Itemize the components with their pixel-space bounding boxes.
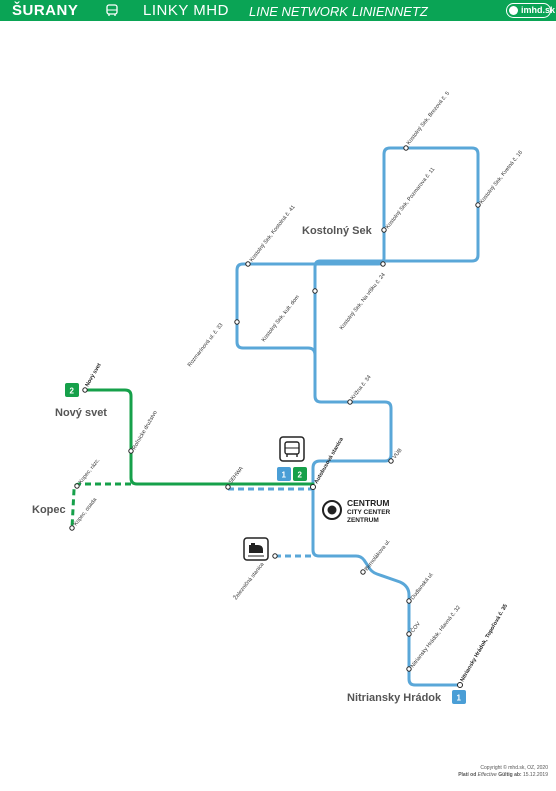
area-kopec: Kopec xyxy=(32,504,66,516)
stop-marker-rolnicke[interactable] xyxy=(128,448,134,454)
stop-marker-rozmarinova[interactable] xyxy=(234,319,240,325)
subtitle-german: LINIENNETZ xyxy=(352,4,428,19)
stop-markers xyxy=(69,145,481,688)
city-center-marker-icon xyxy=(322,500,342,520)
svg-text:2: 2 xyxy=(70,387,75,396)
stop-marker-kult-dom[interactable] xyxy=(312,288,318,294)
stop-marker-kopec-osada[interactable] xyxy=(69,525,75,531)
stop-marker-kopec-razc[interactable] xyxy=(74,483,80,489)
logo-text: imhd.sk xyxy=(521,5,556,15)
stop-label-kopec-razc: Kopec, rázc. xyxy=(78,457,102,485)
stop-label-topolova: Nitriansky Hrádok, Topoľová č. 35 xyxy=(460,603,509,683)
stop-marker-pozmarova[interactable] xyxy=(381,227,387,233)
stop-label-sehwa: SEHWA xyxy=(228,466,245,486)
stop-label-novy-svet: Nový svet xyxy=(85,362,103,388)
stop-marker-sehwa[interactable] xyxy=(225,484,231,490)
valid-label-sk: Platí od xyxy=(458,772,477,778)
stop-marker-na-vrsku[interactable] xyxy=(380,261,386,267)
subtitle-english: LINE NETWORK xyxy=(249,4,348,19)
bus-icon xyxy=(106,4,118,16)
badge-line-1-autobusova[interactable]: 1 xyxy=(277,467,291,481)
copyright-text: Copyright © mhd.sk, OZ, 2020 xyxy=(480,765,548,771)
stop-label-kostolna: Kostolný Sek, Kostolná č. 41 xyxy=(249,204,297,263)
badge-line-2-autobusova[interactable]: 2 xyxy=(293,467,307,481)
validity-info: Platí od Effective Gültig ab: 15.12.2019 xyxy=(458,772,548,778)
stop-label-zeleznicna: Železničná stanica xyxy=(231,560,266,602)
stop-label-vub: VÚB xyxy=(391,447,404,460)
stop-label-na-vrsku: Kostolný Sek, Na vŕšku č. 24 xyxy=(339,272,387,331)
stop-marker-hlavna[interactable] xyxy=(406,666,412,672)
area-kostolny-sek: Kostolný Sek xyxy=(302,225,373,237)
stop-label-hlavna: Nitriansky Hrádok, Hlavná č. 32 xyxy=(410,605,462,669)
city-center-label: CITY CENTER xyxy=(347,509,391,516)
badge-line-2-novy-svet[interactable]: 2 xyxy=(65,383,79,397)
train-station-icon xyxy=(243,537,269,561)
page-title: LINKY MHD xyxy=(143,2,229,19)
centrum-label: CENTRUM xyxy=(347,498,390,508)
stop-label-kopec-osada: Kopec, osada xyxy=(73,496,99,527)
stop-label-rolnicke: Roľnícke družstvo xyxy=(132,410,159,451)
stop-marker-kvetna[interactable] xyxy=(475,202,481,208)
stop-label-krizna: Krížna č. 34 xyxy=(350,374,373,401)
svg-text:2: 2 xyxy=(298,471,303,480)
badge-line-1-hradok[interactable]: 1 xyxy=(452,690,466,704)
stop-marker-krizna[interactable] xyxy=(347,399,353,405)
imhd-logo[interactable]: imhd.sk xyxy=(506,3,555,18)
stop-marker-cov[interactable] xyxy=(406,631,412,637)
stop-marker-bernolakova[interactable] xyxy=(360,569,366,575)
line-1-spur xyxy=(228,487,313,558)
stop-marker-autobusova[interactable] xyxy=(310,484,316,490)
valid-label-en: Effective xyxy=(477,772,497,778)
stop-marker-zeleznicna[interactable] xyxy=(272,553,278,559)
svg-text:1: 1 xyxy=(457,694,462,703)
stop-label-cov: ČOV xyxy=(409,620,422,634)
svg-text:1: 1 xyxy=(282,471,287,480)
stop-marker-brezova[interactable] xyxy=(403,145,409,151)
stop-label-brezova: Kostolný Sek, Brezová č. 5 xyxy=(406,91,451,146)
stop-marker-dudlanska[interactable] xyxy=(406,598,412,604)
stop-label-kult-dom: Kostolný Sek, kult. dom xyxy=(261,294,301,343)
stop-label-pozmarova: Kostolný Sek, Pozmarova č. 11 xyxy=(385,167,437,231)
stop-label-bernolakova: Bernolákova ul. xyxy=(364,538,392,572)
logo-mark-icon xyxy=(509,6,518,15)
line-2-route xyxy=(83,388,315,486)
stop-label-kvetna: Kostolný Sek, Kvetná č. 16 xyxy=(479,150,524,205)
header-bar: ŠURANY LINKY MHD LINE NETWORK LINIENNETZ… xyxy=(0,0,556,21)
bus-station-icon xyxy=(279,436,305,462)
stop-marker-vub[interactable] xyxy=(388,458,394,464)
stop-marker-topolova[interactable] xyxy=(457,682,463,688)
city-name: ŠURANY xyxy=(12,2,79,19)
area-nitriansky-hradok: Nitriansky Hrádok xyxy=(347,692,442,704)
stop-marker-kostolna[interactable] xyxy=(245,261,251,267)
area-novy-svet: Nový svet xyxy=(55,407,107,419)
stop-label-dudlanska: Dudlanská ul. xyxy=(410,571,436,601)
stop-label-rozmarinova: Rozmarínová ul. č. 33 xyxy=(187,322,225,368)
valid-date: 15.12.2019 xyxy=(522,772,548,778)
valid-label-de: Gültig ab: xyxy=(498,772,522,778)
stop-marker-novy-svet[interactable] xyxy=(82,387,88,393)
zentrum-label: ZENTRUM xyxy=(347,517,379,524)
